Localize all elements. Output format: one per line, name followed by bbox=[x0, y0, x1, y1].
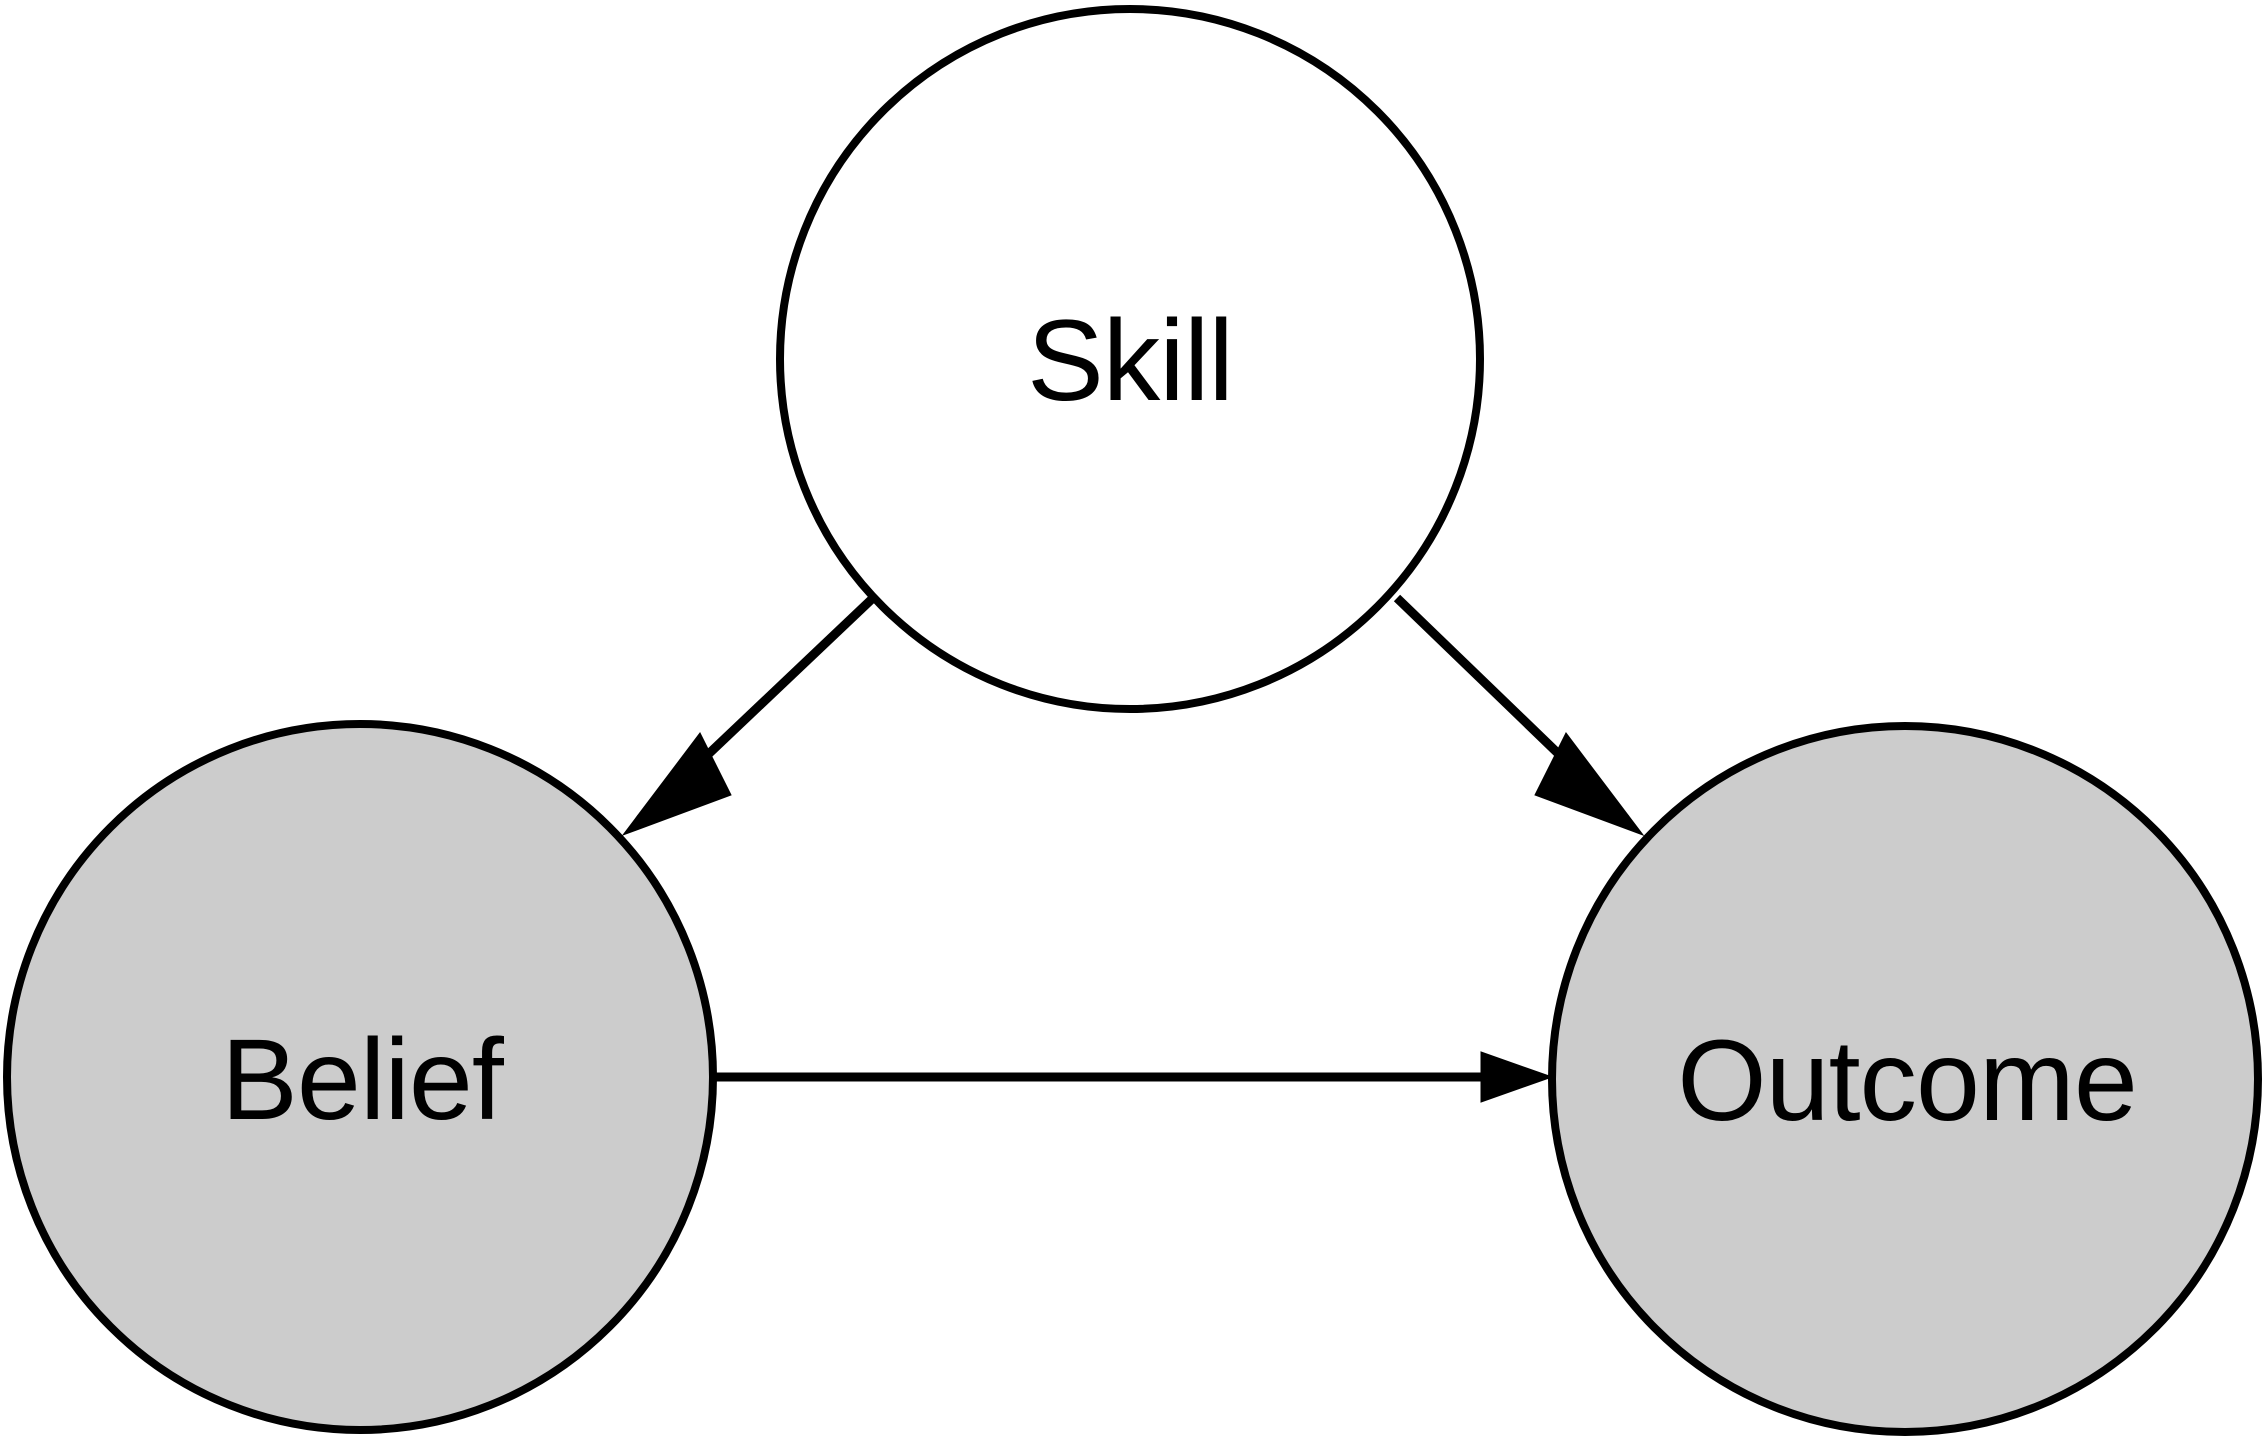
node-belief-label: Belief bbox=[221, 1016, 505, 1144]
node-layer: Skill Belief Outcome bbox=[3, 5, 2262, 1436]
node-skill-circle[interactable] bbox=[776, 5, 1484, 713]
edge-skill-to-outcome[interactable] bbox=[1393, 594, 1645, 837]
node-belief-circle[interactable] bbox=[3, 720, 717, 1434]
edge-belief-to-outcome-arrowhead bbox=[1480, 1051, 1554, 1103]
edge-skill-to-belief[interactable] bbox=[621, 594, 877, 837]
edge-belief-to-outcome[interactable] bbox=[713, 1051, 1554, 1103]
node-belief[interactable]: Belief bbox=[3, 720, 717, 1434]
edge-skill-to-outcome-arrowhead bbox=[1534, 732, 1645, 837]
node-skill[interactable]: Skill bbox=[776, 5, 1484, 713]
edge-skill-to-belief-arrowhead bbox=[621, 732, 732, 837]
node-skill-label: Skill bbox=[1027, 297, 1233, 425]
node-outcome[interactable]: Outcome bbox=[1548, 722, 2262, 1436]
edge-layer bbox=[621, 594, 1645, 1103]
node-outcome-circle[interactable] bbox=[1548, 722, 2262, 1436]
node-outcome-label: Outcome bbox=[1677, 1017, 2137, 1145]
